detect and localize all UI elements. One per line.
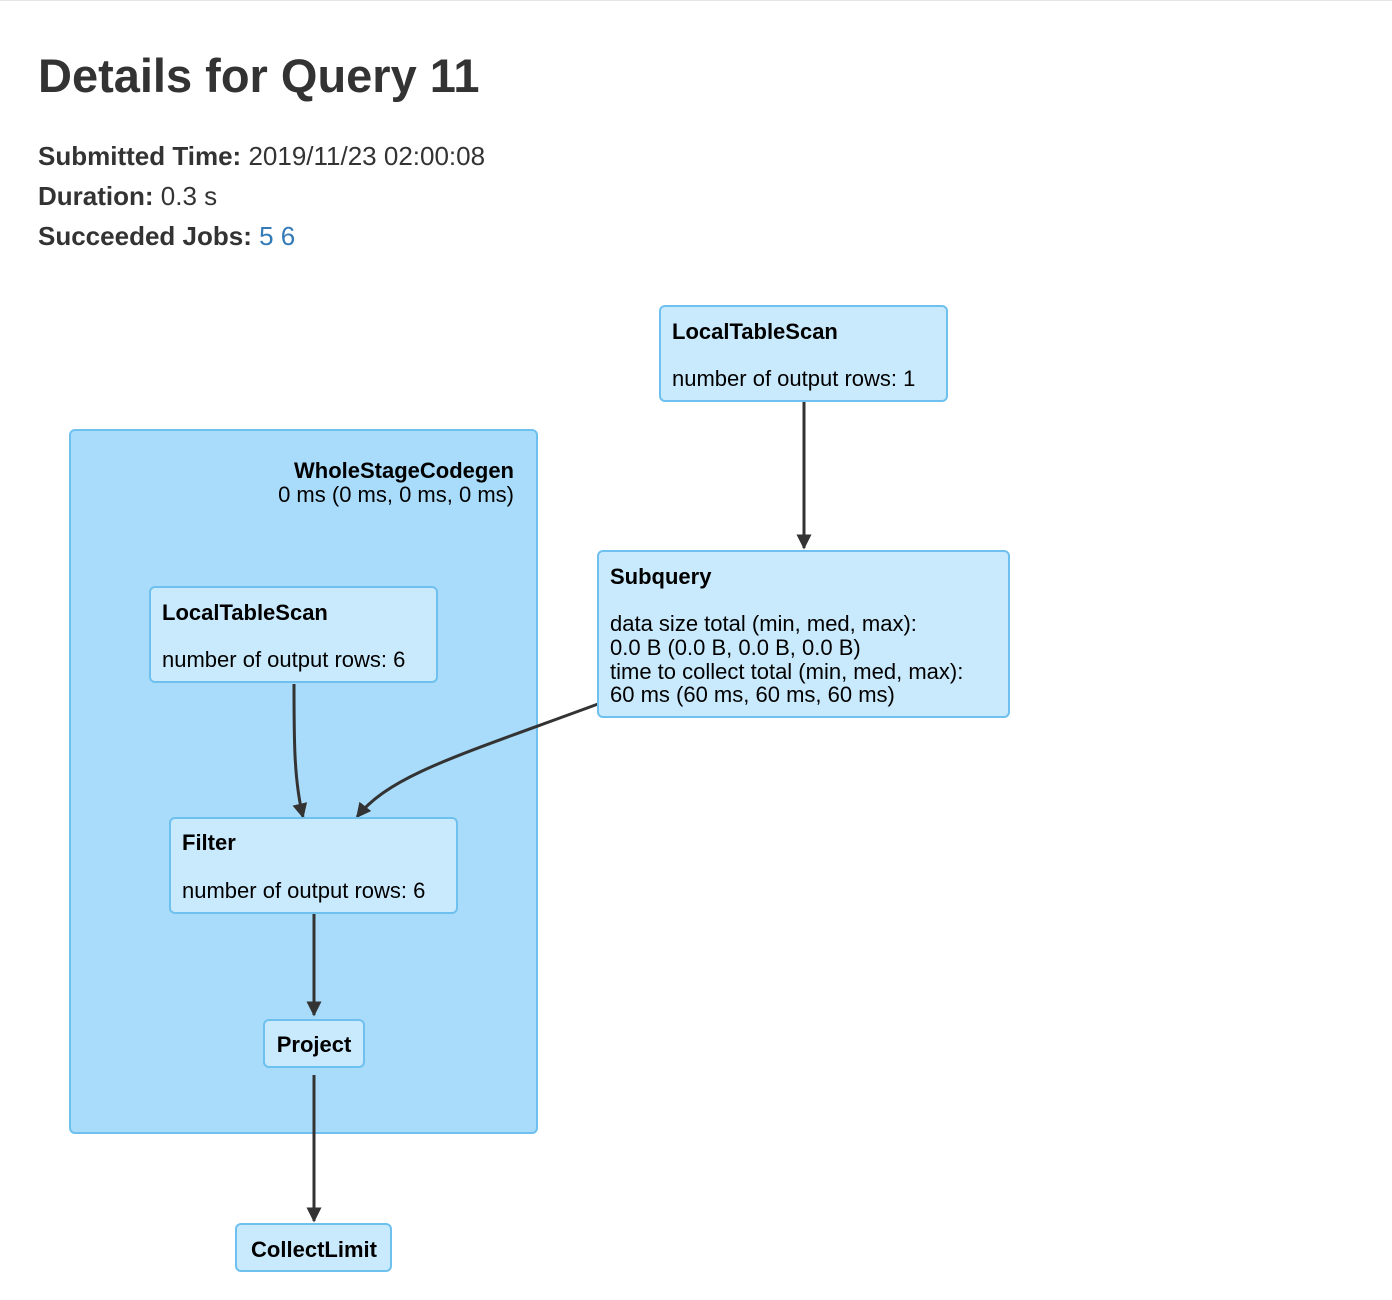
node-title: Project <box>277 1032 352 1057</box>
submitted-time-row: Submitted Time: 2019/11/23 02:00:08 <box>38 136 485 176</box>
node-title: LocalTableScan <box>672 319 838 344</box>
edge-subquery-to-filter <box>355 702 599 819</box>
node-localtablescan-top[interactable]: LocalTableScan number of output rows: 1 <box>659 305 948 402</box>
submitted-time-label: Submitted Time: <box>38 141 242 171</box>
node-title: Subquery <box>610 564 712 589</box>
node-metric: number of output rows: 1 <box>672 366 915 391</box>
node-box <box>235 1223 392 1272</box>
submitted-time-value: 2019/11/23 02:00:08 <box>248 141 486 171</box>
node-localtablescan-inner[interactable]: LocalTableScan number of output rows: 6 <box>149 586 438 683</box>
node-subquery[interactable]: Subquery data size total (min, med, max)… <box>597 550 1010 718</box>
node-project[interactable]: Project <box>263 1019 365 1068</box>
node-metric: number of output rows: 6 <box>182 878 425 903</box>
node-box <box>169 817 458 914</box>
page-title: Details for Query 11 <box>38 49 480 102</box>
node-box <box>659 305 948 402</box>
cluster-title: WholeStageCodegen <box>294 458 514 483</box>
node-title: Filter <box>182 830 236 855</box>
duration-row: Duration: 0.3 s <box>38 176 485 216</box>
edge-scan-to-filter <box>292 683 308 819</box>
node-box <box>597 550 1010 718</box>
node-metric: time to collect total (min, med, max): <box>610 659 963 684</box>
cluster-metric: 0 ms (0 ms, 0 ms, 0 ms) <box>278 482 514 507</box>
node-metric: data size total (min, med, max): <box>610 611 917 636</box>
query-summary: Submitted Time: 2019/11/23 02:00:08 Dura… <box>38 136 485 256</box>
node-metric: 60 ms (60 ms, 60 ms, 60 ms) <box>610 682 895 707</box>
succeeded-jobs-row: Succeeded Jobs: 5 6 <box>38 216 485 256</box>
node-title: LocalTableScan <box>162 600 328 625</box>
duration-label: Duration: <box>38 181 154 211</box>
node-metric: number of output rows: 6 <box>162 647 405 672</box>
node-title: CollectLimit <box>251 1237 378 1262</box>
node-collectlimit[interactable]: CollectLimit <box>235 1223 392 1272</box>
node-filter[interactable]: Filter number of output rows: 6 <box>169 817 458 914</box>
succeeded-jobs-label: Succeeded Jobs: <box>38 221 252 251</box>
top-divider <box>0 0 1392 1</box>
job-link-6[interactable]: 6 <box>280 221 296 251</box>
node-box <box>263 1019 365 1068</box>
job-link-5[interactable]: 5 <box>259 221 274 251</box>
node-box <box>149 586 438 683</box>
node-metric: 0.0 B (0.0 B, 0.0 B, 0.0 B) <box>610 635 861 660</box>
duration-value: 0.3 s <box>160 181 218 211</box>
